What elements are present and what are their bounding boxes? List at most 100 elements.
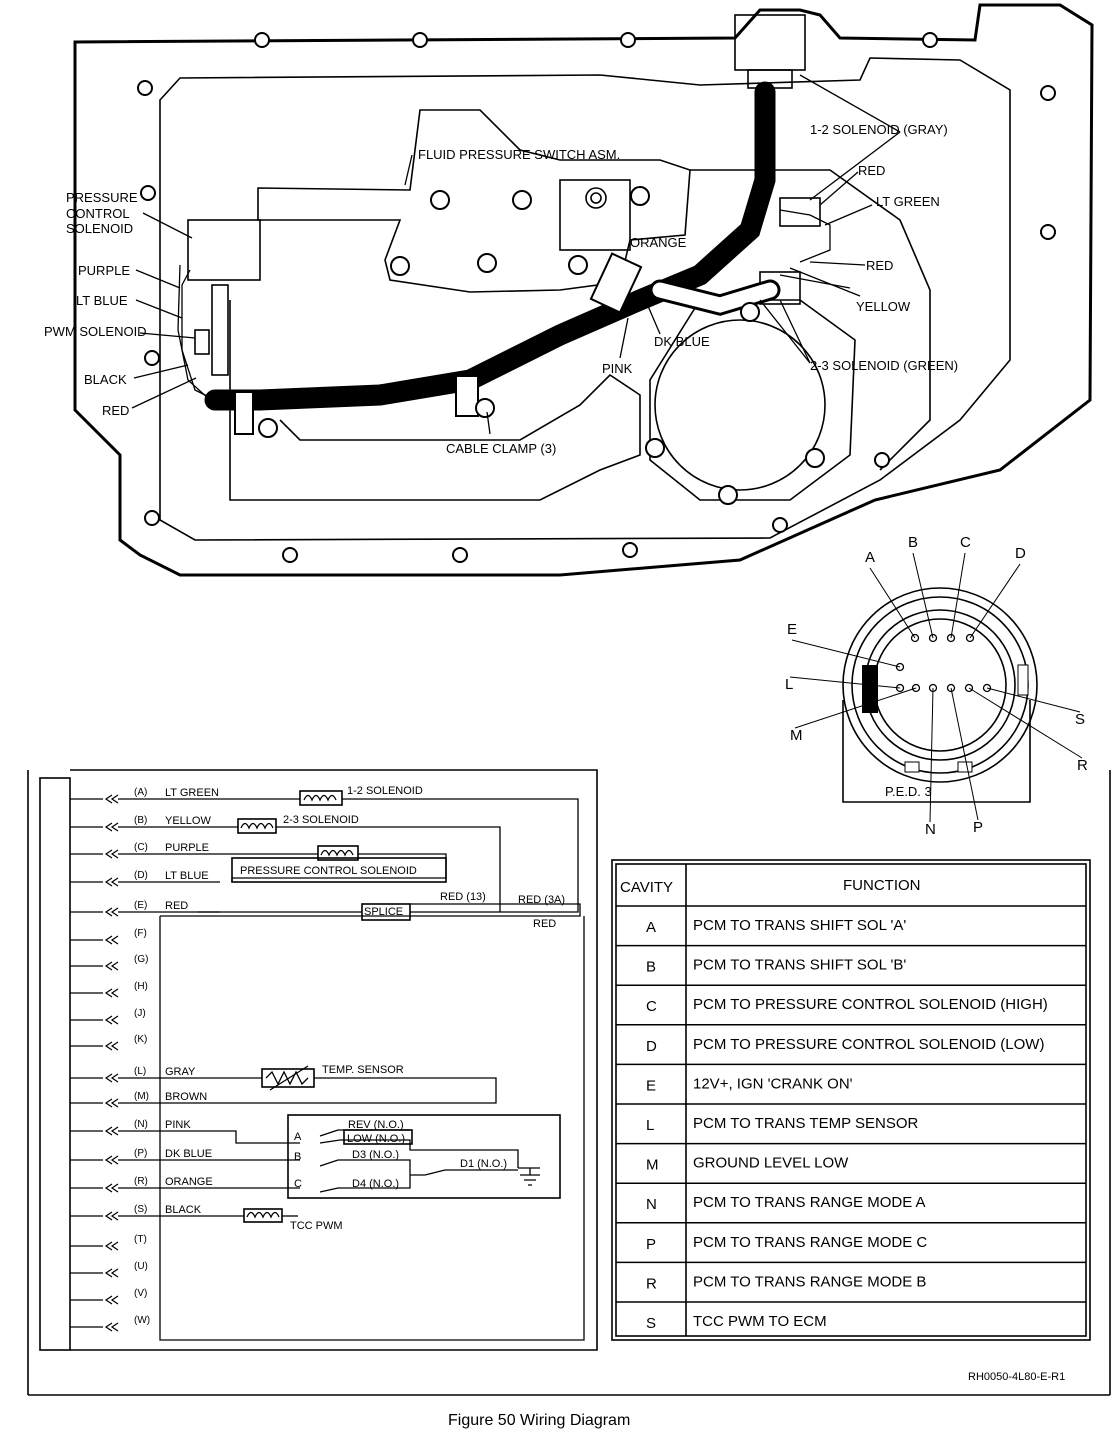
pin-label-c: C (960, 534, 971, 551)
schematic-frame (70, 769, 598, 1351)
table-cell-cavity: S (646, 1315, 656, 1332)
schematic-cavity: (L) (134, 1066, 146, 1077)
schematic-wire-color: PURPLE (165, 842, 209, 854)
schematic-wires (159, 798, 585, 1341)
table-cell-function: TCC PWM TO ECM (693, 1313, 827, 1330)
pin-label-m: M (790, 727, 803, 744)
label-red3a: RED (3A) (518, 894, 565, 906)
cable-clamp-1 (455, 375, 479, 417)
pin-label-l: L (785, 676, 793, 693)
bolt-holes (137, 32, 1056, 563)
table-cell-cavity: L (646, 1117, 654, 1134)
label-lt-blue: LT BLUE (76, 293, 128, 308)
pressure-switch-port-inner (590, 192, 602, 204)
valve-body-outline (257, 109, 691, 293)
label-switch-a: A (294, 1131, 302, 1143)
label-lt-green: LT GREEN (876, 194, 940, 209)
table-cell-cavity: R (646, 1275, 657, 1292)
schematic-wire-color: PINK (165, 1119, 191, 1131)
valve-body-inner (229, 300, 641, 501)
schematic-wire-color: BLACK (165, 1204, 202, 1216)
solenoid-12-body (779, 197, 821, 227)
schematic-cavity: (P) (134, 1148, 147, 1159)
schematic-wire-color: LT BLUE (165, 870, 209, 882)
schematic-cavity: (H) (134, 981, 148, 992)
schematic-cavity: (V) (134, 1288, 147, 1299)
label-pwm-solenoid: PWM SOLENOID (44, 324, 147, 339)
table-cell-cavity: M (646, 1157, 659, 1174)
label-tcc-pwm: TCC PWM (290, 1220, 343, 1232)
table-cell-cavity: B (646, 959, 656, 976)
wiring-harness (177, 81, 861, 435)
label-d3: D3 (N.O.) (352, 1149, 399, 1161)
schematic-cavity: (E) (134, 900, 147, 911)
table-cell-cavity: C (646, 998, 657, 1015)
gasket-outline (159, 57, 1011, 541)
pin-label-s: S (1075, 711, 1085, 728)
label-low: LOW (N.O.) (347, 1133, 405, 1145)
schematic-cavity: (F) (134, 928, 147, 939)
label-red: RED (533, 918, 556, 930)
schematic-wire-color: ORANGE (165, 1176, 213, 1188)
pwm-solenoid-body (194, 329, 210, 355)
label-switch-b: B (294, 1151, 301, 1163)
table-cell-function: PCM TO TRANS RANGE MODE C (693, 1234, 927, 1251)
table-cell-cavity: P (646, 1236, 656, 1253)
schematic-cavity: (C) (134, 842, 148, 853)
cable-clamp-2 (234, 391, 254, 435)
wiring-schematic: (A)LT GREEN(B)YELLOW(C)PURPLE(D)LT BLUE(… (39, 769, 598, 1351)
schematic-wire-color: DK BLUE (165, 1148, 212, 1160)
table-cell-function: PCM TO TRANS TEMP SENSOR (693, 1115, 918, 1132)
schematic-cavity: (K) (134, 1034, 147, 1045)
pressure-switch-port (585, 187, 607, 209)
table-cell-function: GROUND LEVEL LOW (693, 1155, 849, 1172)
label-purple: PURPLE (78, 263, 130, 278)
schematic-cavity: (U) (134, 1261, 148, 1272)
harness-connector-orange (589, 252, 643, 314)
schematic-wire-color: YELLOW (165, 815, 211, 827)
label-red13: RED (13) (440, 891, 486, 903)
table-cell-function: PCM TO PRESSURE CONTROL SOLENOID (LOW) (693, 1036, 1044, 1053)
table-cell-function: PCM TO TRANS RANGE MODE B (693, 1273, 926, 1290)
label-switch-c: C (294, 1178, 302, 1190)
schematic-cavity: (J) (134, 1008, 146, 1019)
pin-label-e: E (787, 621, 797, 638)
pressure-switch-body (559, 179, 631, 251)
table-cell-cavity: D (646, 1038, 657, 1055)
transmission-case-drawing (73, 3, 1094, 577)
table-cell-cavity: A (646, 919, 656, 936)
label-solenoid-23: 2-3 SOLENOID (GREEN) (810, 358, 958, 373)
schematic-cavity: (B) (134, 815, 147, 826)
schematic-cavity: (A) (134, 787, 147, 798)
label-black: BLACK (84, 372, 127, 387)
label-red-2: RED (866, 258, 893, 273)
label-pcs-line3: SOLENOID (66, 221, 133, 236)
label-red-3: RED (102, 403, 129, 418)
schematic-cavity: (G) (134, 954, 148, 965)
schematic-cavity: (S) (134, 1204, 147, 1215)
schematic-cavity: (W) (134, 1315, 150, 1326)
label-temp-sensor: TEMP. SENSOR (322, 1064, 404, 1076)
schematic-cavity: (N) (134, 1119, 148, 1130)
label-yellow: YELLOW (856, 299, 911, 314)
filter-screen (654, 319, 826, 491)
pcm-connector-bar (39, 777, 71, 1351)
pin-label-d: D (1015, 545, 1026, 562)
label-orange: ORANGE (630, 235, 687, 250)
label-pcs-line1: PRESSURE (66, 190, 138, 205)
table-cell-function: PCM TO TRANS SHIFT SOL 'B' (693, 957, 906, 974)
pwm-bracket (211, 284, 229, 376)
label-pcs: PRESSURE CONTROL SOLENOID (240, 865, 417, 877)
pressure-control-solenoid-body (187, 219, 261, 281)
label-d4: D4 (N.O.) (352, 1178, 399, 1190)
pin-label-a: A (865, 549, 875, 566)
label-sol23: 2-3 SOLENOID (283, 814, 359, 826)
pin-label-n: N (925, 821, 936, 838)
table-cell-function: 12V+, IGN 'CRANK ON' (693, 1075, 853, 1092)
pin-label-b: B (908, 534, 918, 551)
label-red-1: RED (858, 163, 885, 178)
